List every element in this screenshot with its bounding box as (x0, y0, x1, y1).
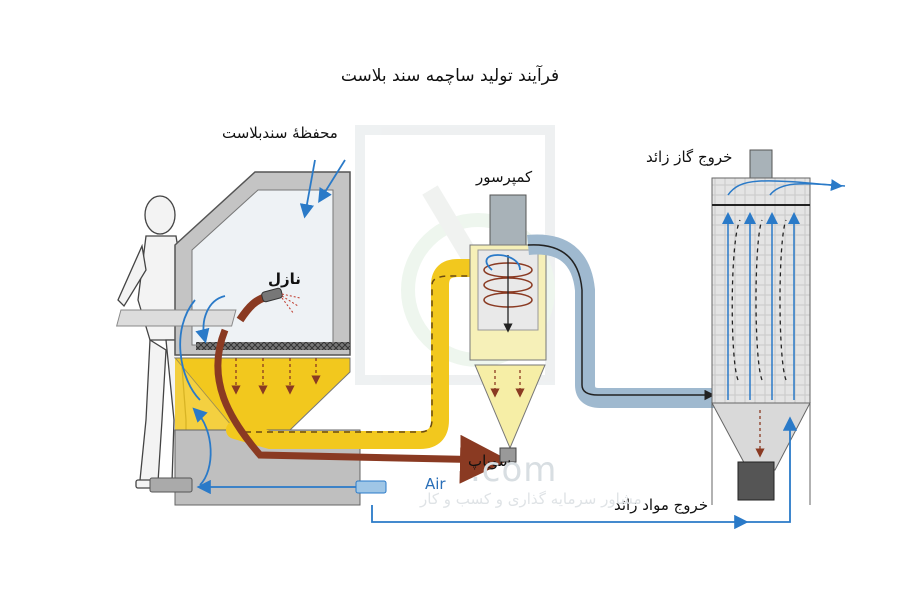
diagram-title: فرآیند تولید ساچمه سند بلاست (340, 66, 560, 86)
air-flow-path (179, 159, 798, 530)
nozzle-assembly (236, 287, 301, 323)
label-waste-exit: خروج مواد زائد (614, 496, 709, 514)
watermark-tagline: مشاور سرمایه گذاری و کسب و کار (420, 490, 642, 508)
return-flow-path (214, 328, 509, 484)
label-valve: سوپاپ (468, 452, 512, 470)
hopper-drop-arrows (231, 358, 321, 395)
compressor-separator (469, 194, 547, 463)
watermark-brand: .com (470, 450, 558, 490)
label-nozzle: نازل (268, 270, 301, 288)
dust-collector (711, 149, 846, 505)
label-compressor: کمپرسور (476, 168, 533, 186)
label-air: Air (425, 475, 446, 493)
label-gas-exit: خروج گاز زائد (646, 148, 733, 166)
label-cabinet: محفظهٔ سندبلاست (222, 124, 338, 142)
exhaust-duct (527, 234, 715, 408)
air-inlet (355, 480, 387, 494)
abrasive-flow-path (226, 259, 489, 449)
